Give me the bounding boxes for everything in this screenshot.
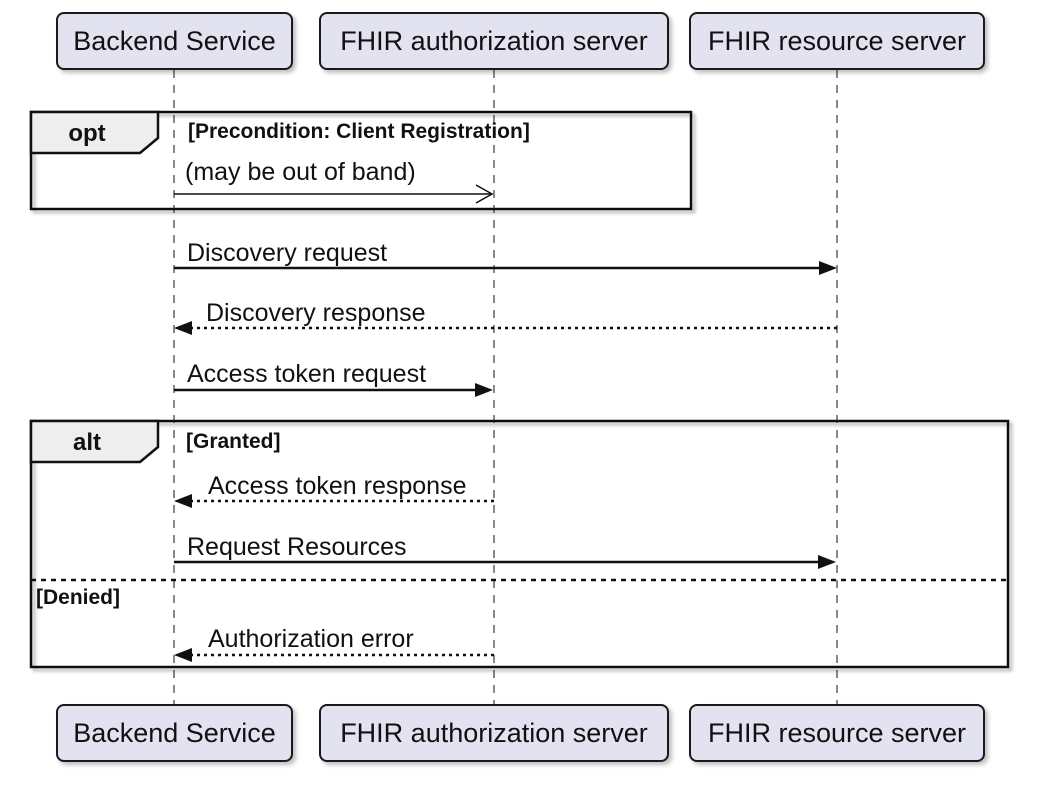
message-label-access-token-request: Access token request — [187, 360, 427, 388]
filled-arrowhead-icon — [818, 555, 836, 569]
participant-fhir-authorization-server-top: FHIR authorization server — [319, 12, 669, 70]
fragment-alt-guard-denied-label: [Denied] — [36, 586, 120, 609]
participant-fhir-resource-server-top: FHIR resource server — [689, 12, 985, 70]
message-label-may-be-out-of-band: (may be out of band) — [185, 158, 416, 186]
filled-arrowhead-icon — [174, 494, 192, 508]
arrow-discovery-request — [174, 261, 837, 275]
filled-arrowhead-icon — [174, 321, 192, 335]
arrow-access-token-response — [174, 494, 494, 508]
arrow-access-token-request — [174, 383, 493, 397]
fragment-alt-border — [29, 419, 1010, 669]
fragment-opt-operator-label: opt — [68, 120, 106, 147]
message-label-discovery-request: Discovery request — [187, 239, 388, 267]
fragment-alt-guard-granted-label: [Granted] — [186, 430, 281, 453]
message-label-authorization-error: Authorization error — [208, 625, 414, 653]
message-label-request-resources: Request Resources — [187, 533, 407, 561]
lifelines — [173, 70, 838, 704]
arrow-discovery-response — [174, 321, 837, 335]
fragment-opt-guard-label: [Precondition: Client Registration] — [188, 120, 530, 143]
participant-fhir-resource-server-bottom: FHIR resource server — [689, 704, 985, 762]
arrow-authorization-error — [174, 648, 494, 662]
fragment-alt-operator-label: alt — [72, 429, 101, 456]
fragment-alt-header-pentagon — [29, 419, 160, 464]
fragment-opt — [29, 110, 693, 211]
message-label-discovery-response: Discovery response — [206, 299, 426, 327]
participant-fhir-authorization-server-bottom: FHIR authorization server — [319, 704, 669, 762]
arrow-request-resources — [174, 555, 836, 569]
fragment-opt-border — [29, 110, 693, 211]
message-label-access-token-response: Access token response — [208, 472, 467, 500]
fragment-alt — [29, 419, 1010, 669]
participant-backend-service-bottom: Backend Service — [56, 704, 293, 762]
fragment-opt-header-pentagon — [29, 110, 160, 155]
filled-arrowhead-icon — [475, 383, 493, 397]
arrow-may-be-out-of-band — [174, 184, 494, 204]
filled-arrowhead-icon — [174, 648, 192, 662]
filled-arrowhead-icon — [819, 261, 837, 275]
open-arrowhead-icon — [475, 184, 494, 204]
participant-backend-service-top: Backend Service — [56, 12, 293, 70]
